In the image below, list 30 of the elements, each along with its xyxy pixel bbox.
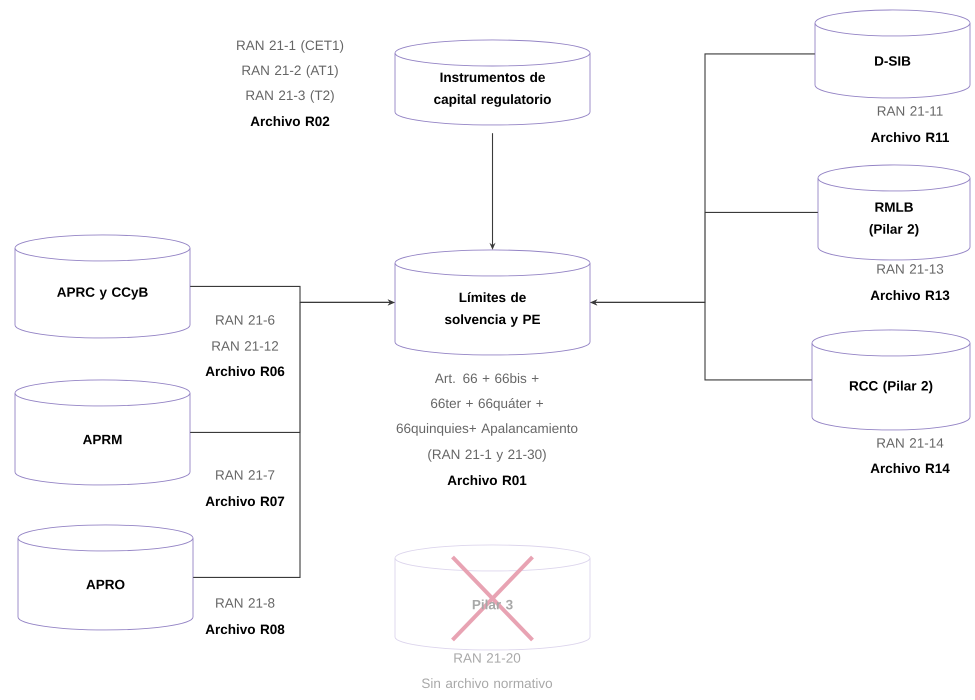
caption-text: Archivo R01 — [448, 475, 526, 486]
database-cylinder: APRC y CCyB — [14, 234, 190, 338]
database-cylinder: APRM — [14, 380, 190, 486]
caption-text: RAN 21-20 — [454, 653, 520, 663]
database-cylinder: Límites de solvencia y PE — [394, 250, 590, 356]
caption-text: RAN 21-1 (CET1) — [237, 40, 344, 53]
caption-text: Archivo R08 — [206, 624, 284, 634]
caption-text: Archivo R07 — [206, 496, 284, 506]
caption-text: RAN 21-11 — [878, 106, 943, 116]
database-cylinder: Instrumentos de capital regulatorio — [394, 40, 590, 126]
caption-text: RAN 21-2 (AT1) — [242, 65, 338, 78]
caption-text: (RAN 21-1 y 21-30) — [428, 449, 546, 462]
caption-text: RAN 21-13 — [877, 264, 944, 274]
caption-text: Archivo R02 — [250, 116, 330, 126]
caption-text: RAN 21-12 — [212, 341, 278, 351]
database-cylinder: APRO — [18, 524, 194, 630]
caption-text: RAN 21-3 (T2) — [246, 90, 334, 103]
caption-text: Archivo R14 — [870, 463, 950, 474]
database-cylinder: D-SIB — [814, 10, 970, 98]
caption-text: RAN 21-6 — [216, 315, 274, 325]
database-cylinder: RMLB (Pilar 2) — [818, 164, 970, 260]
caption-text: Archivo R13 — [870, 290, 950, 300]
caption-text: RAN 21-14 — [877, 438, 944, 448]
caption-text: Art. 66 + 66bis + 66ter + 66quáter + 66quinquies+ Apalancamiento — [396, 373, 578, 436]
caption-text: RAN 21-8 — [216, 598, 274, 608]
caption-text: RAN 21-7 — [216, 470, 274, 480]
database-cylinder: RCC (Pilar 2) — [812, 330, 970, 430]
caption-text: Sin archivo normativo — [422, 678, 552, 688]
caption-text: Archivo R06 — [206, 366, 284, 376]
caption-text: Archivo R11 — [870, 132, 950, 142]
